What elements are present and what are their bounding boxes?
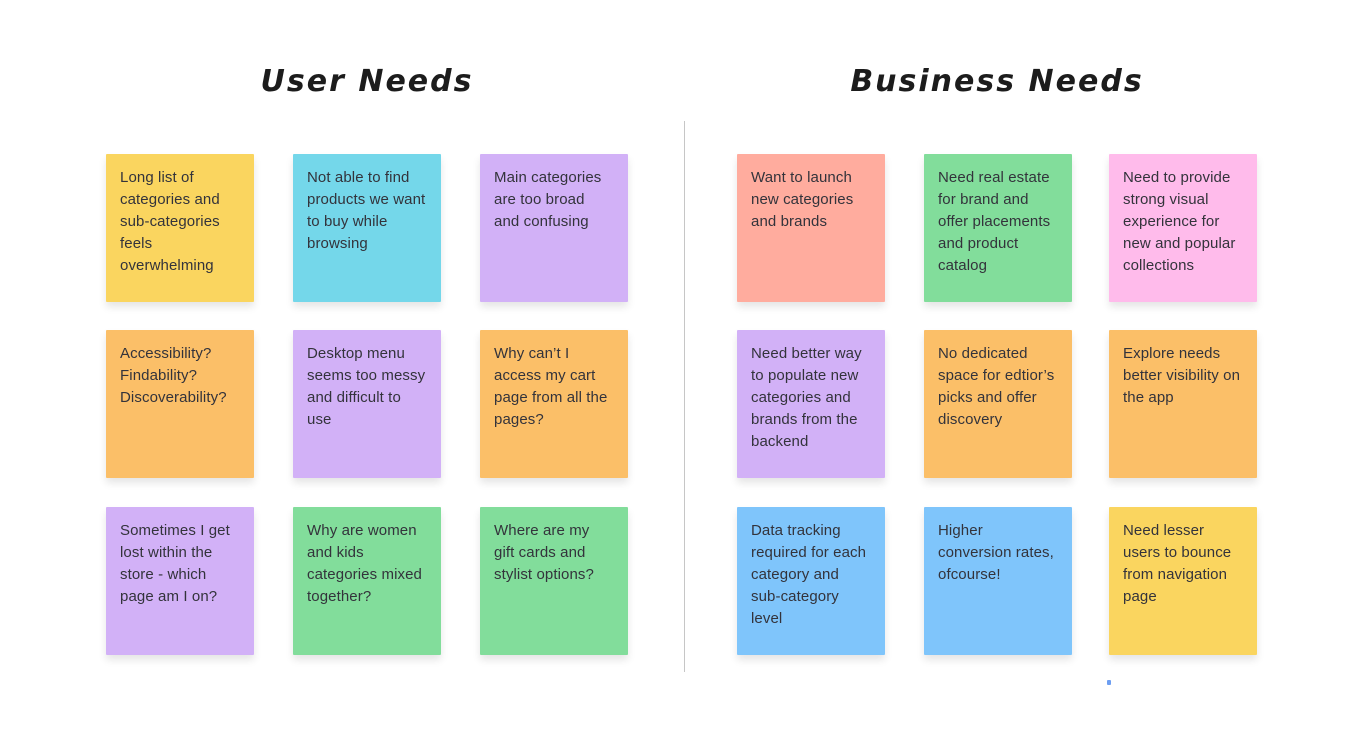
sticky-note-text: No dedicated space for edtior’s picks an… xyxy=(938,345,1055,428)
sticky-note[interactable]: Want to launch new categories and brands xyxy=(737,154,885,302)
sticky-note-text: Data tracking required for each category… xyxy=(751,522,867,627)
sticky-note[interactable]: Why are women and kids categories mixed … xyxy=(293,507,441,655)
sticky-note[interactable]: Why can’t I access my cart page from all… xyxy=(480,330,628,478)
sticky-note[interactable]: Accessibility? Findability? Discoverabil… xyxy=(106,330,254,478)
sticky-note-text: Sometimes I get lost within the store - … xyxy=(120,522,230,605)
sticky-note-text: Desktop menu seems too messy and difficu… xyxy=(307,345,426,428)
sticky-note-text: Where are my gift cards and stylist opti… xyxy=(494,522,594,583)
sticky-note[interactable]: Data tracking required for each category… xyxy=(737,507,885,655)
sticky-note-text: Not able to find products we want to buy… xyxy=(307,169,426,252)
sticky-note[interactable]: No dedicated space for edtior’s picks an… xyxy=(924,330,1072,478)
sticky-note-text: Why can’t I access my cart page from all… xyxy=(494,345,608,428)
sticky-note-text: Higher conversion rates, ofcourse! xyxy=(938,522,1054,583)
sticky-note-text: Accessibility? Findability? Discoverabil… xyxy=(120,345,227,406)
sticky-note[interactable]: Sometimes I get lost within the store - … xyxy=(106,507,254,655)
section-title: User Needs xyxy=(260,64,474,99)
sticky-note-text: Need real estate for brand and offer pla… xyxy=(938,169,1051,274)
sticky-note[interactable]: Need lesser users to bounce from navigat… xyxy=(1109,507,1257,655)
sticky-note[interactable]: Need better way to populate new categori… xyxy=(737,330,885,478)
sticky-note-text: Explore needs better visibility on the a… xyxy=(1123,345,1241,406)
sticky-note[interactable]: Main categories are too broad and confus… xyxy=(480,154,628,302)
sticky-note[interactable]: Need real estate for brand and offer pla… xyxy=(924,154,1072,302)
sticky-note[interactable]: Need to provide strong visual experience… xyxy=(1109,154,1257,302)
sticky-note-text: Need lesser users to bounce from navigat… xyxy=(1123,522,1232,605)
sticky-note-text: Want to launch new categories and brands xyxy=(751,169,854,230)
sticky-note-text: Main categories are too broad and confus… xyxy=(494,169,602,230)
sticky-note-text: Why are women and kids categories mixed … xyxy=(307,522,422,605)
sticky-note-text: Long list of categories and sub-categori… xyxy=(120,169,220,274)
sticky-note[interactable]: Desktop menu seems too messy and difficu… xyxy=(293,330,441,478)
sticky-note[interactable]: Where are my gift cards and stylist opti… xyxy=(480,507,628,655)
sticky-note-text: Need better way to populate new categori… xyxy=(751,345,862,450)
section-title: Business Needs xyxy=(850,64,1144,99)
sticky-note[interactable]: Explore needs better visibility on the a… xyxy=(1109,330,1257,478)
sticky-note[interactable]: Not able to find products we want to buy… xyxy=(293,154,441,302)
stray-dot xyxy=(1107,680,1111,685)
section-divider xyxy=(684,121,685,672)
sticky-note[interactable]: Higher conversion rates, ofcourse! xyxy=(924,507,1072,655)
sticky-note-text: Need to provide strong visual experience… xyxy=(1123,169,1236,274)
sticky-note[interactable]: Long list of categories and sub-categori… xyxy=(106,154,254,302)
